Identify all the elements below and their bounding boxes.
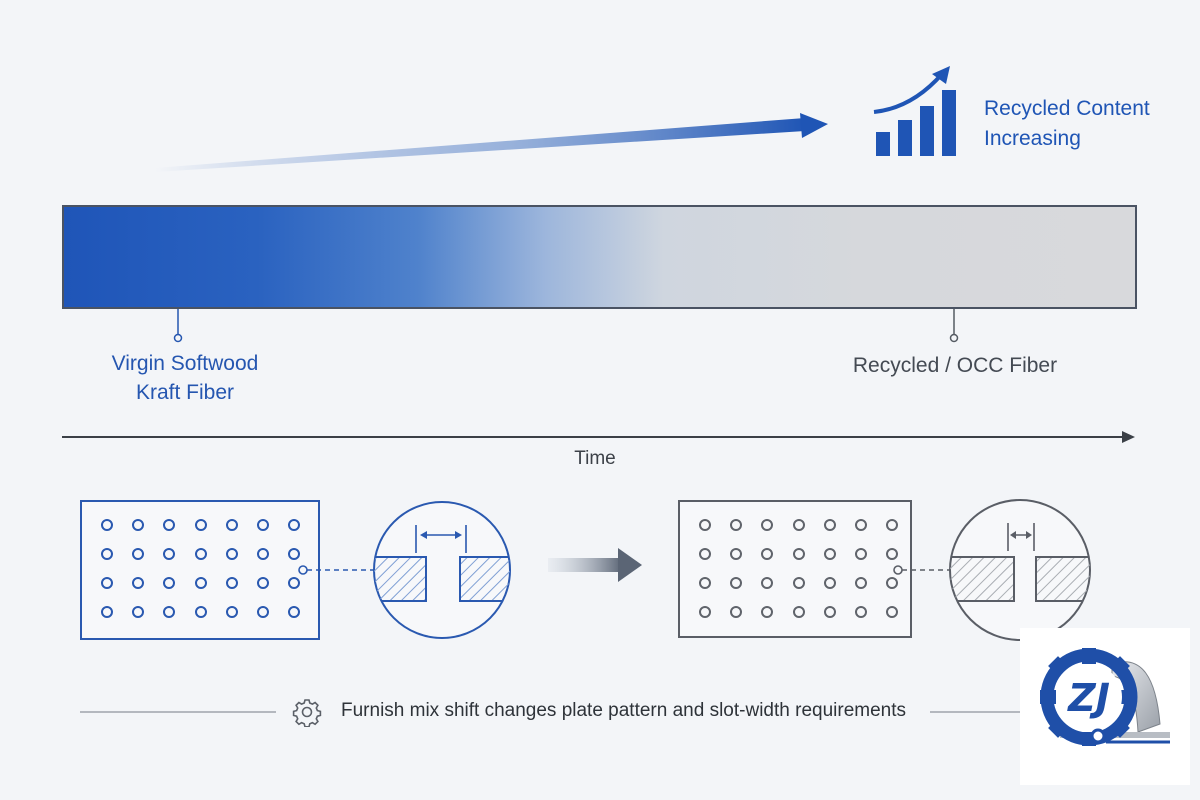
fiber-gradient-bar — [62, 205, 1137, 309]
virgin-plate — [80, 500, 320, 640]
plate-hole — [854, 519, 867, 531]
plate-hole — [792, 519, 805, 531]
plate-hole — [761, 606, 774, 618]
plate-hole — [132, 548, 145, 560]
plate-hole — [163, 519, 176, 531]
plate-hole — [101, 548, 113, 560]
trend-arrow — [155, 113, 828, 172]
plate-hole — [823, 519, 836, 531]
plate-hole — [730, 519, 743, 531]
plate-hole — [194, 548, 207, 560]
arrow-right-icon — [548, 548, 642, 582]
time-axis — [62, 431, 1135, 443]
plate-hole — [288, 548, 301, 560]
plate-hole — [132, 606, 145, 618]
plate-hole — [288, 519, 301, 531]
bar-chart-growth-icon — [873, 66, 956, 156]
plate-hole — [886, 519, 899, 531]
svg-text:ZJ: ZJ — [1067, 676, 1110, 720]
plate-hole — [699, 519, 711, 531]
plate-hole — [225, 548, 238, 560]
plate-hole — [854, 606, 867, 618]
plate-hole — [886, 606, 899, 618]
footer-rule-left — [80, 711, 276, 713]
plate-hole — [699, 577, 711, 589]
plate-hole — [823, 606, 836, 618]
recycled-plate — [678, 500, 912, 638]
plate-hole — [761, 577, 774, 589]
plate-hole — [823, 548, 836, 560]
plate-hole — [854, 548, 867, 560]
zj-gear-logo: ZJ — [1040, 648, 1170, 746]
plate-hole — [163, 548, 176, 560]
plate-hole — [163, 577, 176, 589]
plate-hole — [225, 577, 238, 589]
plate-hole — [101, 606, 113, 618]
label-connectors — [173, 309, 959, 343]
virgin-slot-detail — [298, 501, 511, 639]
plate-hole — [194, 577, 207, 589]
footer-caption: Furnish mix shift changes plate pattern … — [341, 700, 906, 721]
plate-hole — [823, 577, 836, 589]
plate-hole — [886, 577, 899, 589]
plate-hole — [132, 577, 145, 589]
plate-hole — [730, 606, 743, 618]
plate-hole — [225, 606, 238, 618]
plate-hole — [792, 577, 805, 589]
plate-hole — [256, 519, 269, 531]
recycled-slot-detail — [893, 499, 1091, 641]
plate-hole — [256, 606, 269, 618]
plate-hole — [761, 519, 774, 531]
virgin-fiber-label-line1: Virgin Softwood — [111, 352, 259, 375]
plate-hole — [163, 606, 176, 618]
plate-hole — [761, 548, 774, 560]
plate-hole — [730, 548, 743, 560]
plate-hole — [101, 577, 113, 589]
recycled-content-label: Recycled Content Increasing — [984, 97, 1150, 150]
recycled-fiber-label: Recycled / OCC Fiber — [852, 354, 1058, 377]
plate-hole — [132, 519, 145, 531]
plate-hole — [730, 577, 743, 589]
plate-hole — [256, 577, 269, 589]
gear-icon — [292, 699, 322, 727]
plate-hole — [854, 577, 867, 589]
plate-hole — [194, 606, 207, 618]
plate-hole — [699, 606, 711, 618]
plate-hole — [288, 606, 301, 618]
plate-hole — [886, 548, 899, 560]
virgin-fiber-label-line2: Kraft Fiber — [135, 381, 235, 404]
plate-hole — [256, 548, 269, 560]
plate-hole — [101, 519, 113, 531]
plate-hole — [194, 519, 207, 531]
plate-hole — [792, 606, 805, 618]
logo-container: ZJ — [1020, 628, 1190, 785]
virgin-fiber-label: Virgin Softwood Kraft Fiber — [90, 349, 280, 407]
plate-hole — [288, 577, 301, 589]
plate-hole — [792, 548, 805, 560]
plate-hole — [699, 548, 711, 560]
plate-hole — [225, 519, 238, 531]
time-axis-label: Time — [574, 448, 616, 469]
footer-rule-right — [930, 711, 1025, 713]
